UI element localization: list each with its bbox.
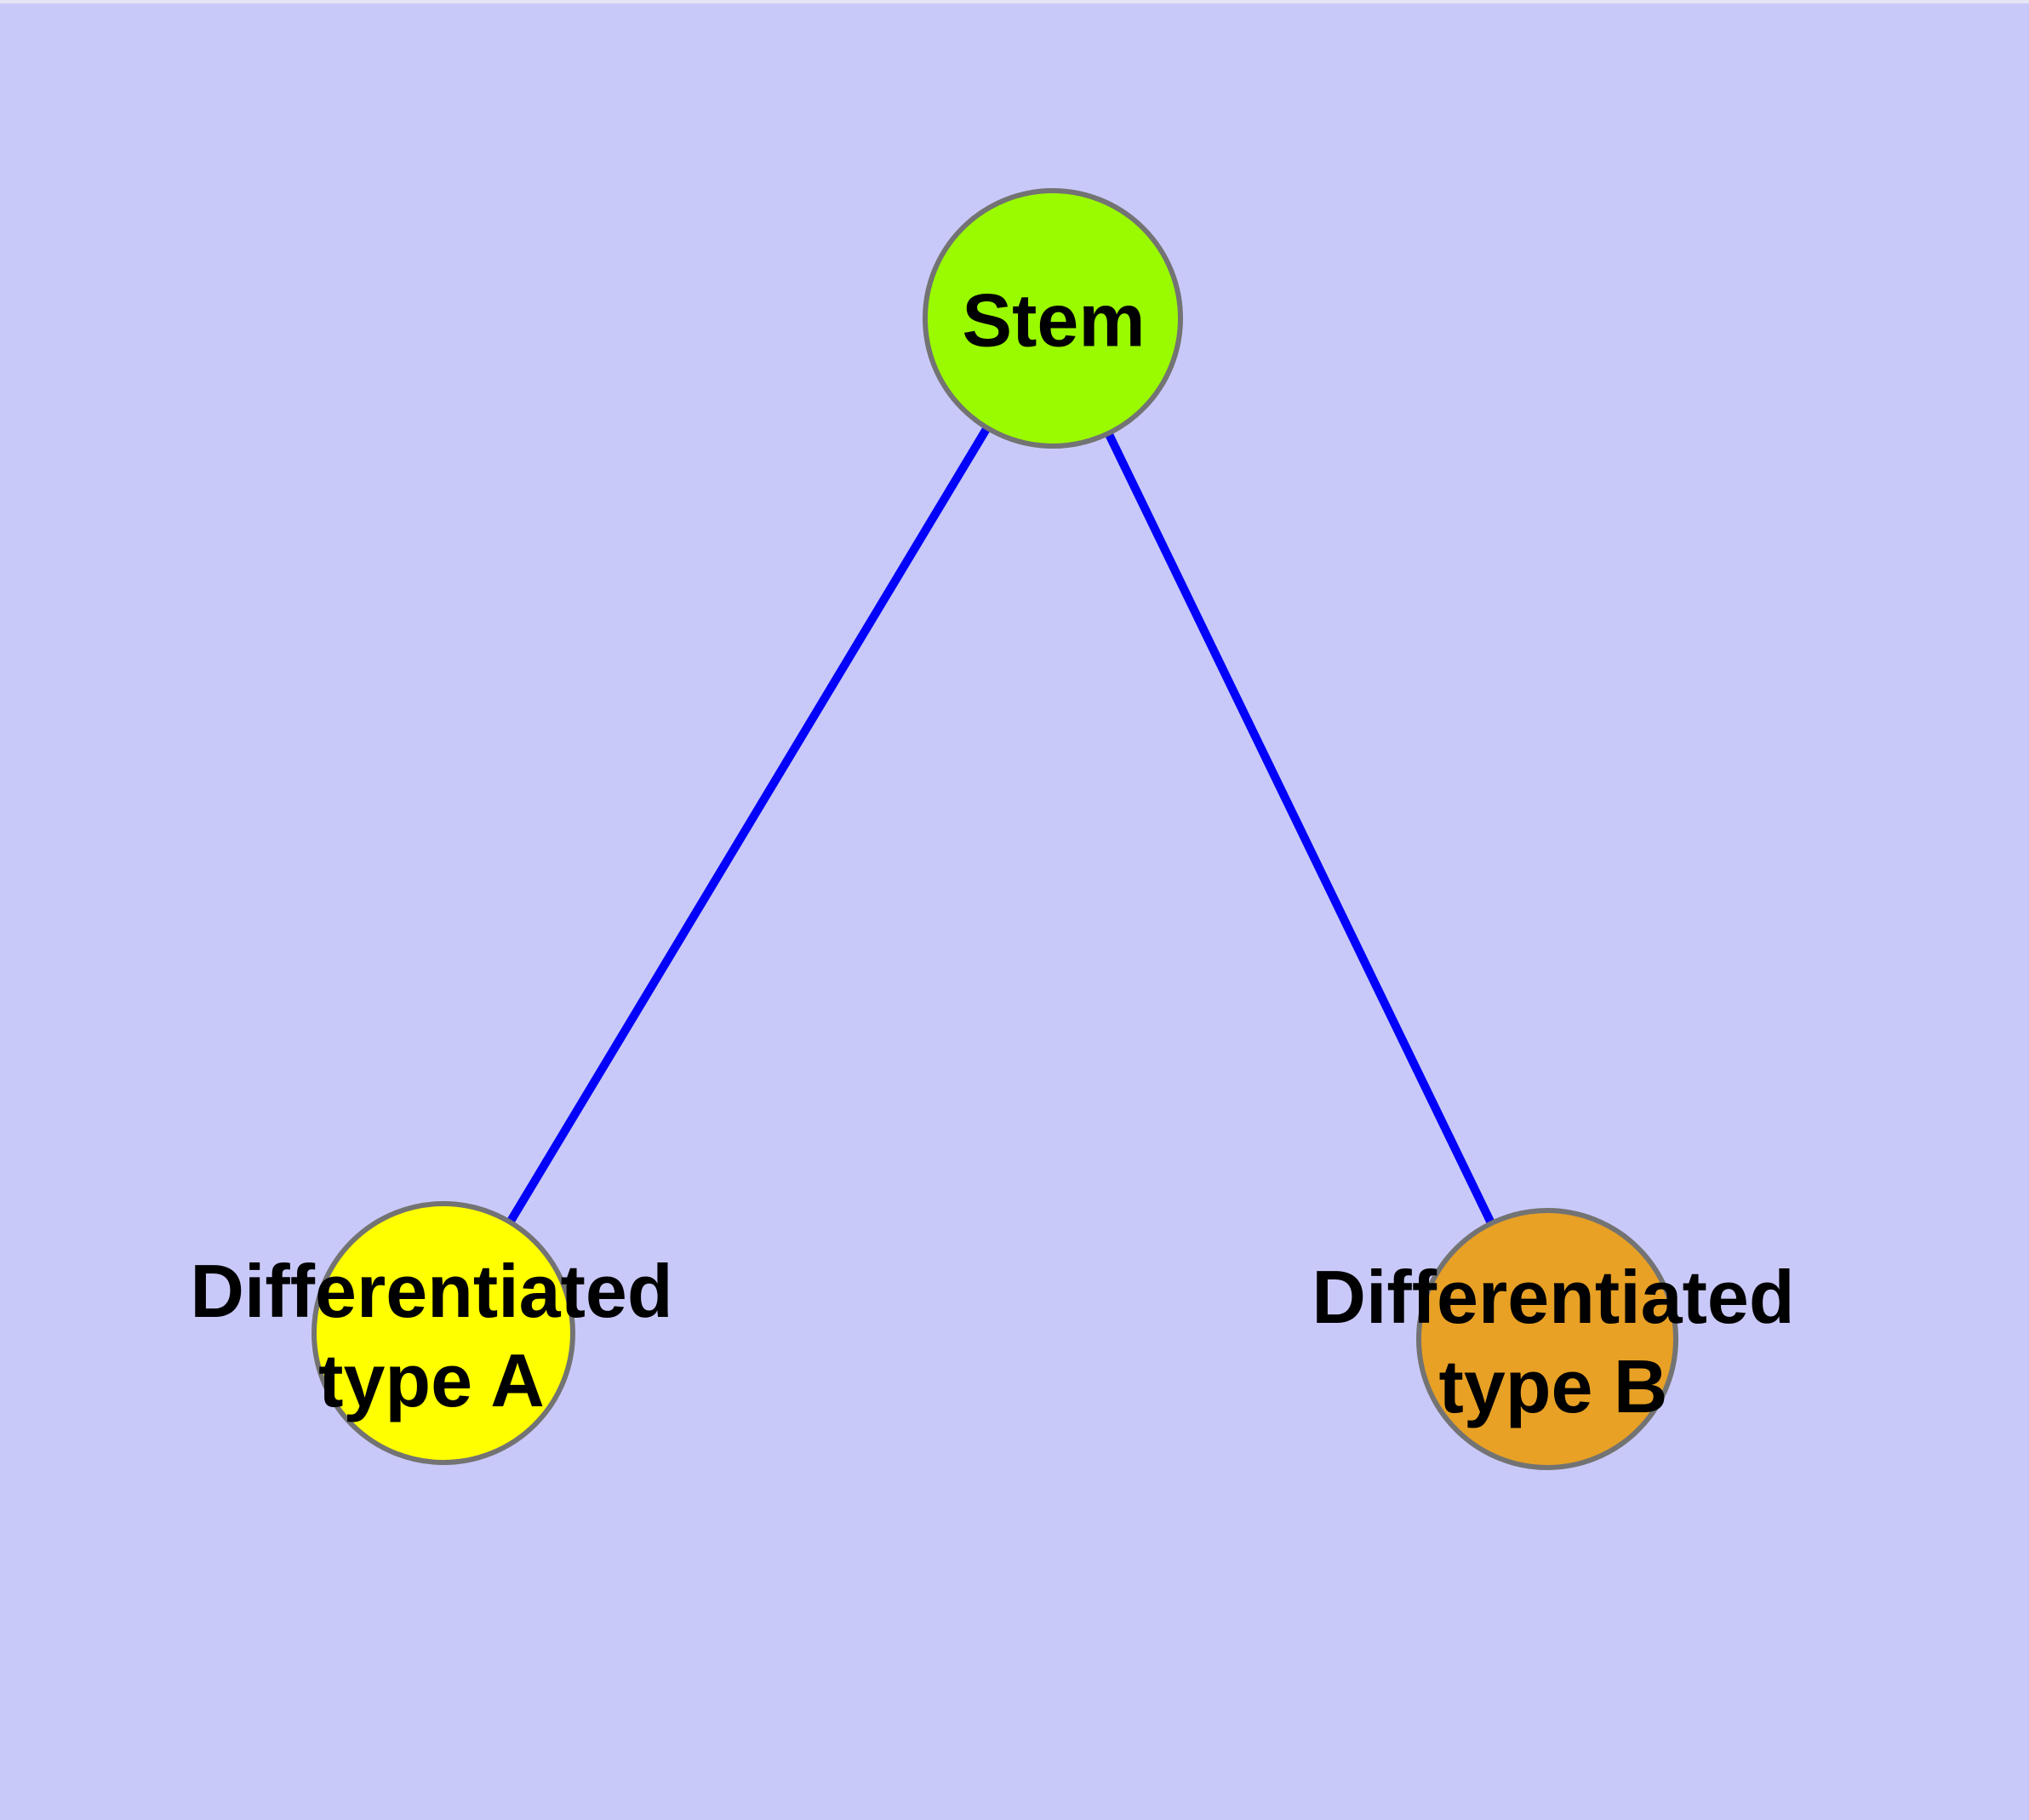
node-type-a-label-line1: Differentiated xyxy=(190,1249,673,1333)
node-type-b-label-line1: Differentiated xyxy=(1312,1255,1795,1339)
node-stem-circle xyxy=(923,188,1183,449)
node-stem-label-text: Stem xyxy=(962,278,1146,363)
node-type-a-label-line2: type A xyxy=(318,1338,545,1422)
node-type-b-label-line2: type B xyxy=(1438,1344,1668,1428)
node-type-a-label: Differentiated type A xyxy=(190,1246,672,1425)
top-edge-highlight xyxy=(0,0,2029,3)
edge-stem-to-type-a xyxy=(439,316,1057,1336)
node-stem-label: Stem xyxy=(962,276,1145,365)
edge-stem-to-type-b xyxy=(1049,316,1552,1342)
node-type-b-label: Differentiated type B xyxy=(1312,1252,1794,1431)
node-type-b-circle xyxy=(1416,1208,1678,1470)
node-type-a-circle xyxy=(311,1201,575,1465)
